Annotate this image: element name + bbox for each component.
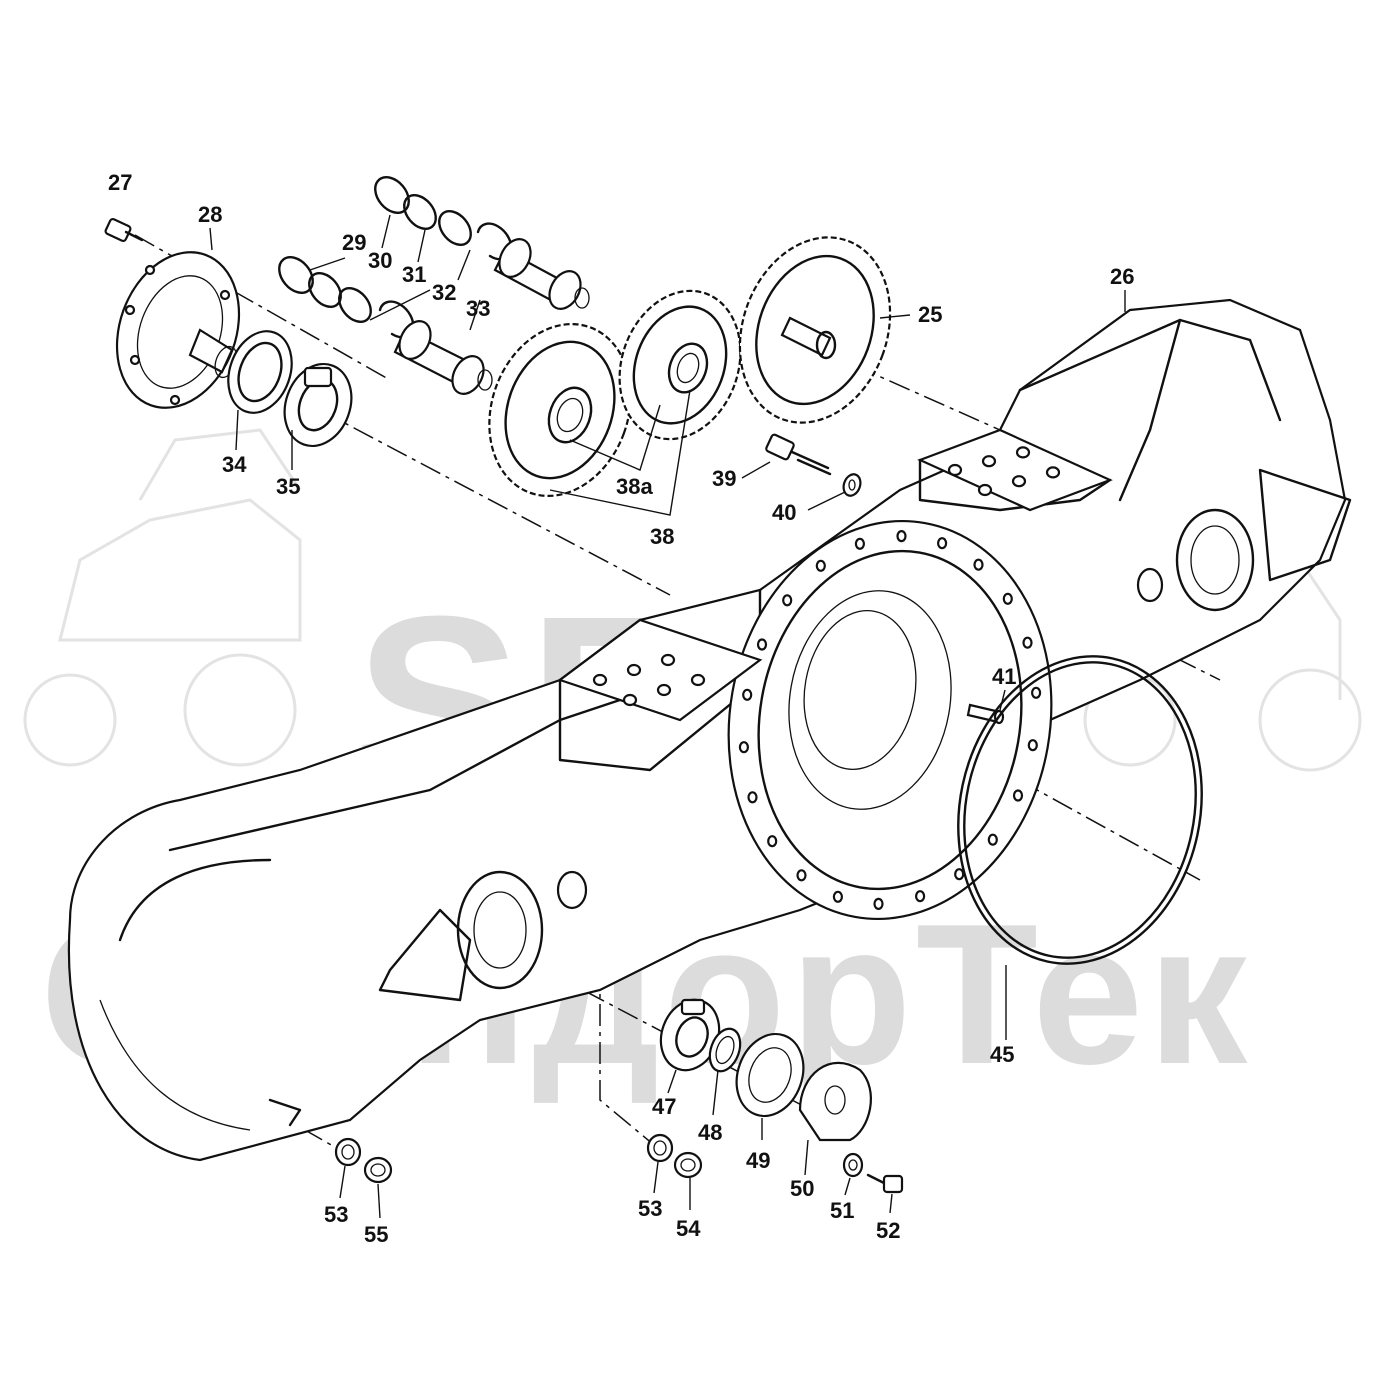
callout-26: 26 — [1110, 264, 1134, 289]
shaft-33-upper — [493, 238, 590, 310]
flange-bolt-hole — [987, 833, 998, 846]
pad-bolt-hole — [977, 483, 993, 497]
leader-lines — [209, 214, 1126, 1219]
callout-39: 39 — [712, 466, 736, 491]
callout-54: 54 — [676, 1216, 701, 1241]
bolt-52 — [866, 1173, 904, 1194]
cover-50 — [798, 1061, 872, 1142]
washer-40 — [842, 473, 862, 497]
flange-bolt-holes — [738, 529, 1042, 911]
callout-labels: 27 28 29 30 31 32 33 25 26 34 35 38a 38 … — [108, 170, 1134, 1247]
pad-bolt-hole — [947, 463, 963, 477]
flange-bolt-hole — [936, 537, 948, 550]
flange-bolt-hole — [973, 558, 984, 571]
pad-bolt-hole — [1011, 475, 1027, 488]
plug-54 — [673, 1151, 703, 1179]
callout-53-left: 53 — [324, 1202, 348, 1227]
pad-bolt-hole — [1045, 466, 1061, 479]
callout-35: 35 — [276, 474, 300, 499]
callout-38: 38 — [650, 524, 674, 549]
flange-bolt-hole — [1030, 686, 1042, 699]
callout-30: 30 — [368, 248, 392, 273]
callout-25: 25 — [918, 302, 942, 327]
flange-bolt-hole — [767, 835, 778, 848]
bolt-27 — [104, 217, 144, 243]
callout-49: 49 — [746, 1148, 770, 1173]
bearing-35 — [283, 362, 353, 448]
callout-52: 52 — [876, 1218, 900, 1243]
seal-ring-34 — [227, 330, 293, 414]
flange-bolt-hole — [896, 529, 907, 543]
callout-38a: 38a — [616, 474, 653, 499]
washer-51 — [842, 1152, 864, 1178]
gear-25 — [738, 236, 892, 424]
callout-47: 47 — [652, 1094, 676, 1119]
plug-55 — [363, 1156, 393, 1184]
bolt-39 — [765, 433, 832, 476]
pad-bolt-hole — [626, 663, 642, 677]
flange-bolt-hole — [815, 559, 826, 572]
washer-53-right — [646, 1133, 674, 1163]
o-ring-45 — [957, 655, 1203, 965]
flange-bolt-hole — [1002, 592, 1013, 605]
callout-41: 41 — [992, 664, 1016, 689]
flange-bolt-hole — [873, 897, 884, 911]
end-cover-28 — [115, 251, 241, 409]
flange-bolt-hole — [796, 869, 807, 882]
mounting-pad-rear — [917, 428, 1113, 512]
snap-rings-upper — [374, 176, 513, 261]
flange-bolt-hole — [782, 594, 793, 607]
callout-31: 31 — [402, 262, 426, 287]
pad-bolt-hole — [622, 693, 638, 707]
callout-40: 40 — [772, 500, 796, 525]
shaft-33-lower — [393, 320, 493, 395]
callout-27: 27 — [108, 170, 132, 195]
flange-bolt-hole — [954, 868, 965, 881]
flange-bolt-hole — [1012, 789, 1024, 802]
gear-38 — [618, 289, 742, 441]
flange-bolt-hole — [832, 890, 844, 903]
gasket-49 — [735, 1032, 805, 1118]
callout-48: 48 — [698, 1120, 722, 1145]
flange-bolt-hole — [854, 537, 866, 550]
flange-bolt-hole — [742, 688, 753, 701]
flange-bolt-hole — [756, 638, 768, 651]
callout-32: 32 — [432, 280, 456, 305]
pad-bolt-hole — [690, 673, 706, 687]
pad-holes — [592, 446, 1061, 707]
flange-bolt-hole — [747, 791, 758, 804]
pad-bolt-hole — [1015, 446, 1031, 459]
callout-34: 34 — [222, 452, 247, 477]
pad-bolt-hole — [592, 673, 608, 687]
flange-bolt-hole — [1027, 739, 1038, 752]
callout-55: 55 — [364, 1222, 388, 1247]
pad-bolt-hole — [656, 683, 672, 697]
pad-bolt-hole — [981, 455, 997, 468]
gear-38a — [488, 322, 632, 498]
pad-bolt-hole — [660, 653, 676, 667]
callout-28: 28 — [198, 202, 222, 227]
callout-29: 29 — [342, 230, 366, 255]
callout-50: 50 — [790, 1176, 814, 1201]
callout-53-right: 53 — [638, 1196, 662, 1221]
flange-bolt-hole — [1022, 636, 1033, 649]
mounting-pad-front — [557, 618, 763, 722]
watermark-tractor-left — [23, 428, 302, 767]
axle-housing-26 — [67, 298, 1352, 1162]
callout-51: 51 — [830, 1198, 854, 1223]
housing-flange — [727, 519, 1053, 921]
washer-53-left — [334, 1137, 362, 1167]
callout-33: 33 — [466, 296, 490, 321]
flange-bolt-hole — [914, 890, 926, 903]
callout-45: 45 — [990, 1042, 1014, 1067]
flange-bolt-hole — [738, 741, 750, 754]
